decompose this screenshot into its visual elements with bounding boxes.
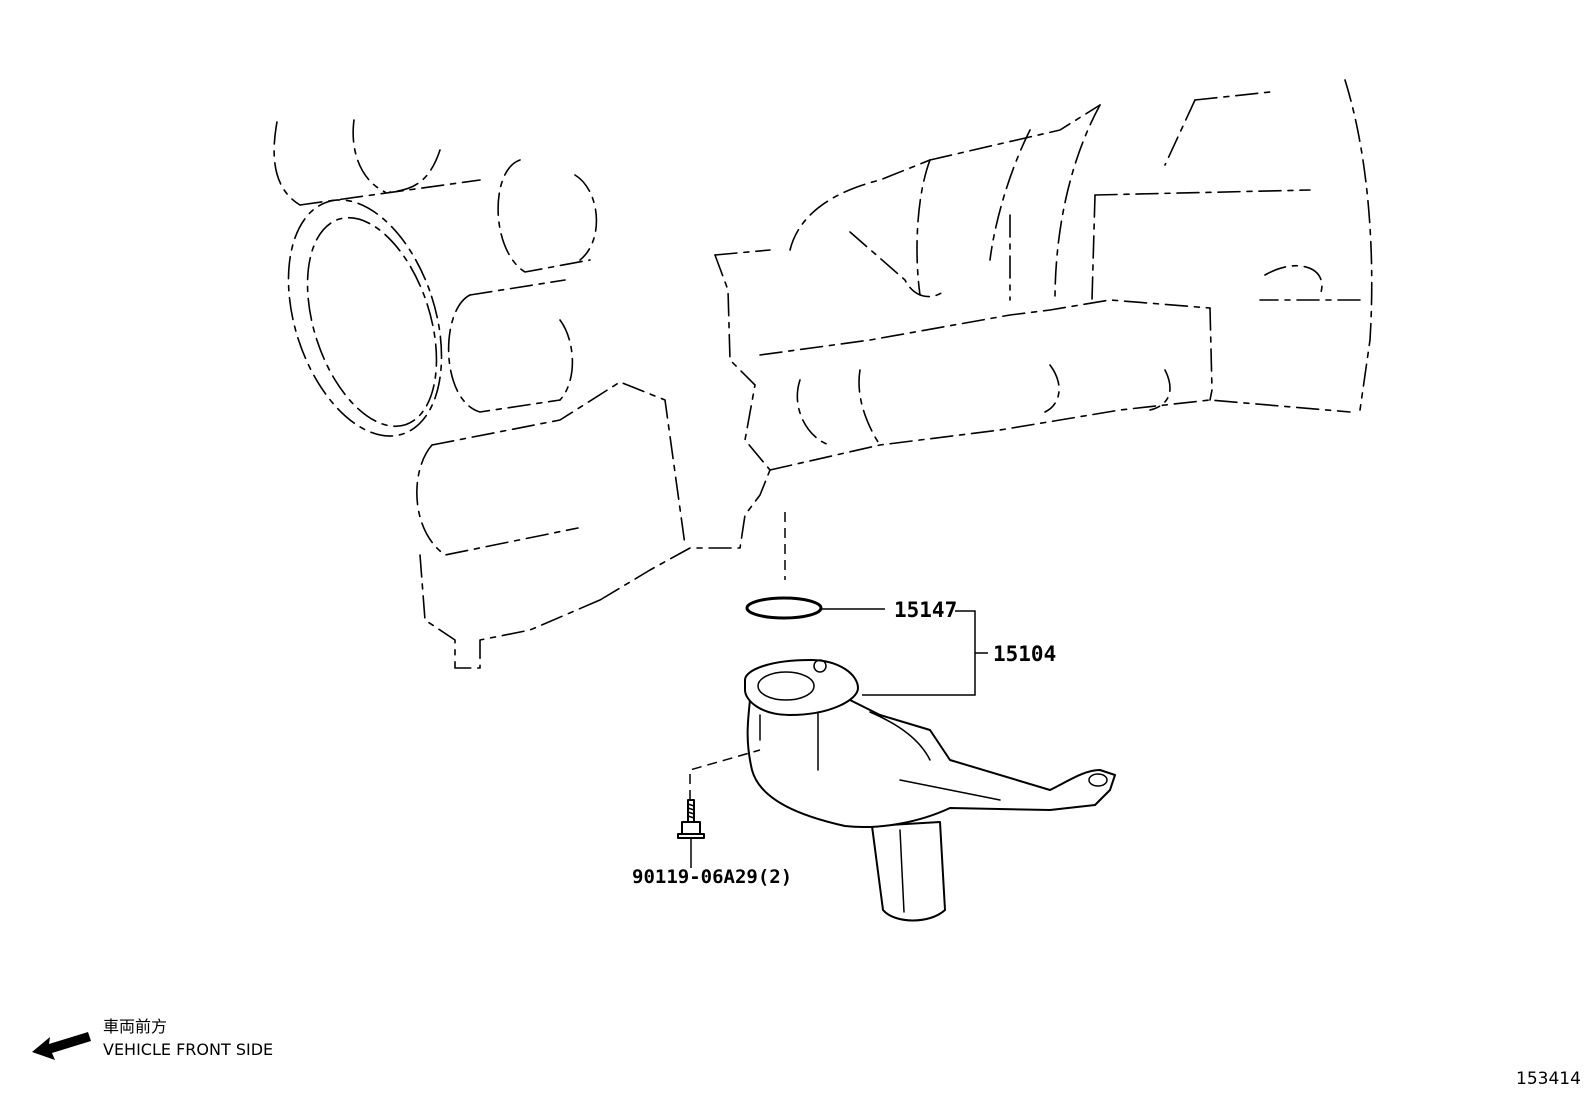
bolt [677,749,761,868]
figure-number: 153414 [1516,1069,1581,1089]
oil-strainer [744,659,1116,922]
gasket-part-number: 15147 [894,598,957,622]
direction-note-japanese: 車両前方 [103,1017,167,1036]
engine-block-outline [273,79,1373,669]
callout-leaders [822,608,988,696]
front-arrow-icon [32,1032,91,1060]
vehicle-front-note: 車両前方 VEHICLE FRONT SIDE [32,1017,273,1060]
gasket [745,596,823,620]
bolt-part-number: 90119-06A29(2) [632,866,792,888]
direction-note-english: VEHICLE FRONT SIDE [103,1040,273,1059]
strainer-part-number: 15104 [993,642,1056,666]
